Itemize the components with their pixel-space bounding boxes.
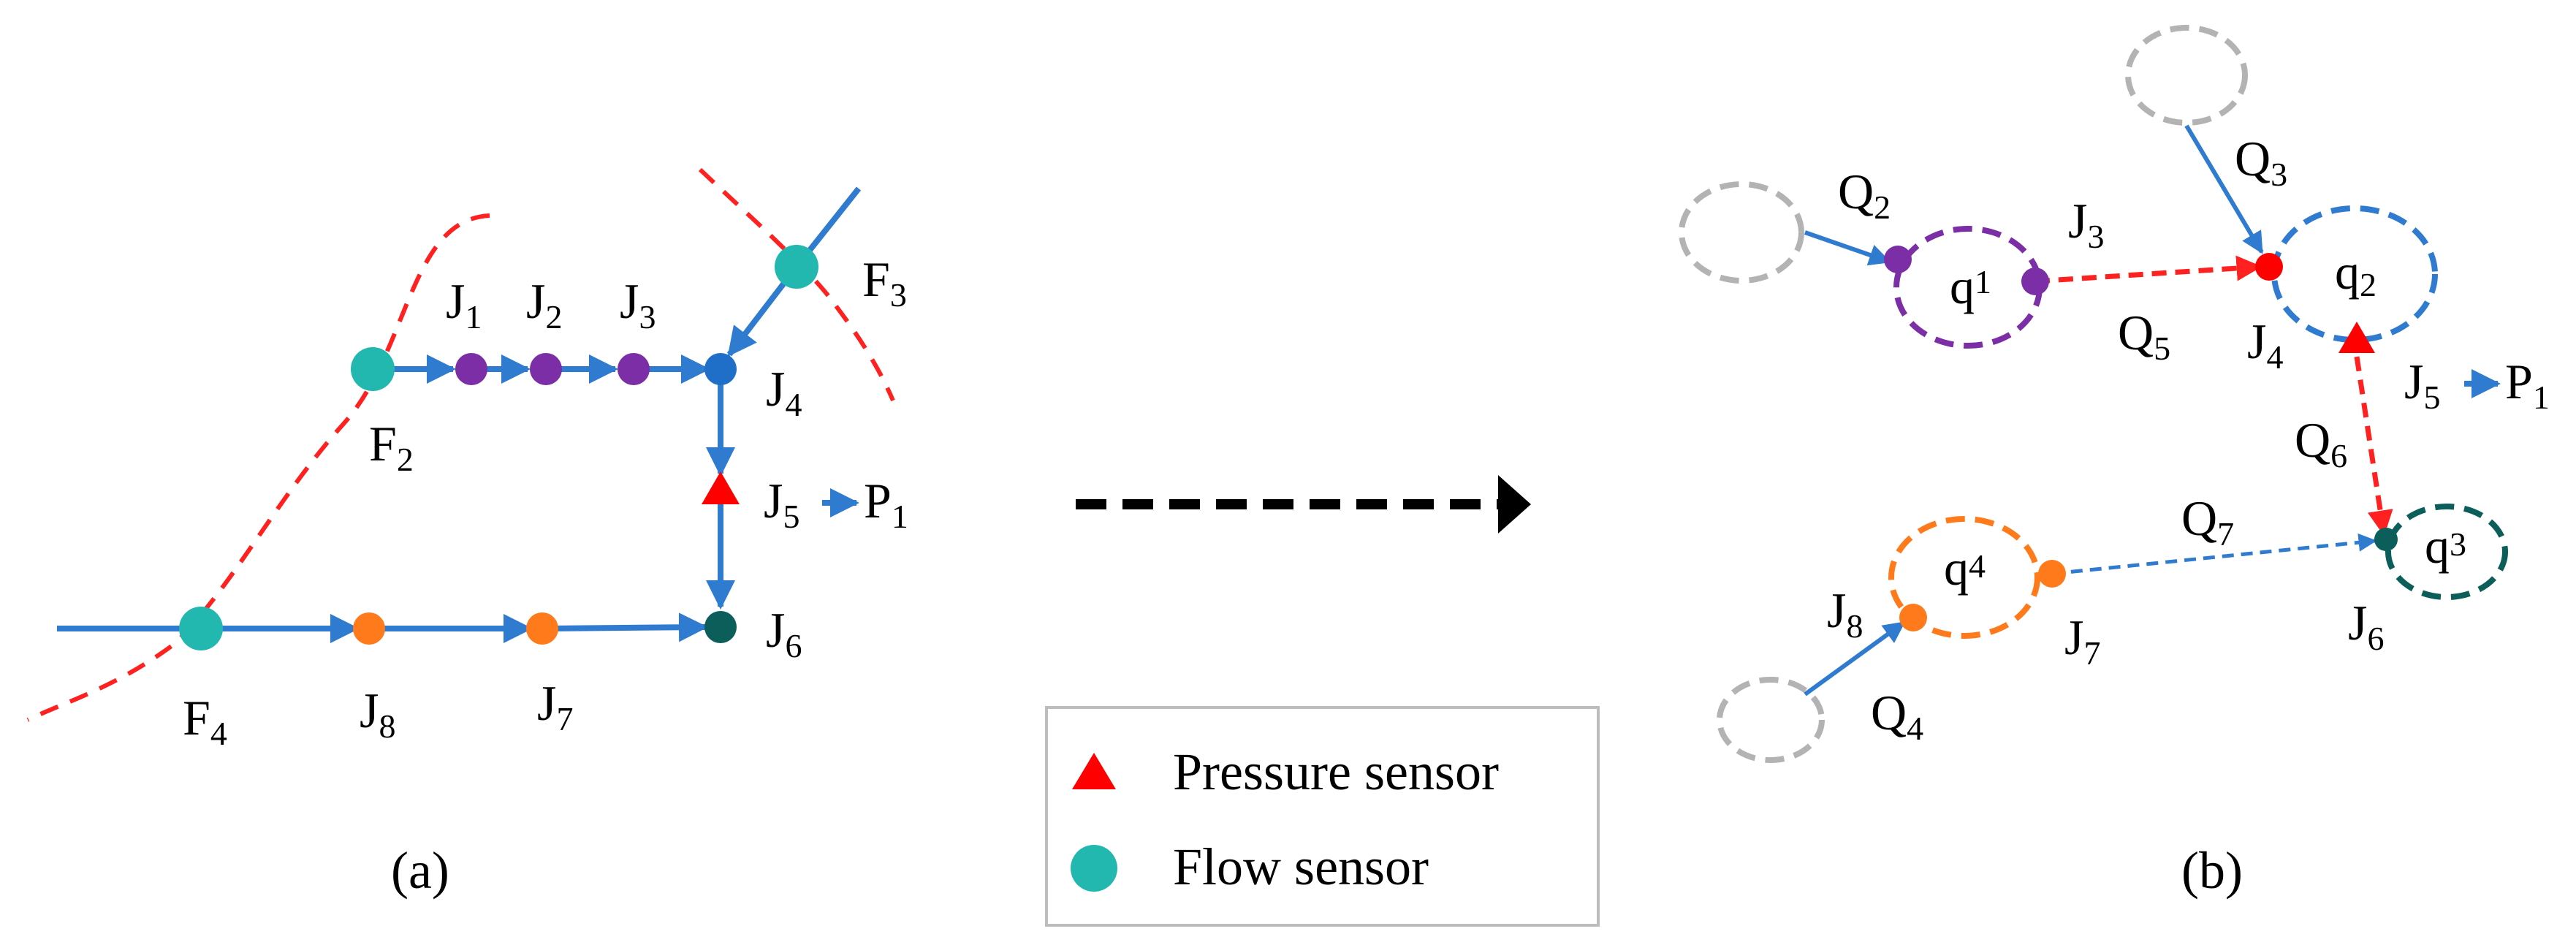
label-f4: F4 bbox=[183, 690, 227, 752]
junction-j8 bbox=[353, 612, 385, 645]
flow-q3-arrow bbox=[2184, 124, 2264, 254]
pressure-sensor-b-j5 bbox=[2338, 322, 2375, 353]
label-f3: F3 bbox=[862, 251, 907, 314]
label-p1: P1 bbox=[864, 473, 908, 535]
label-j5: J5 bbox=[764, 473, 799, 535]
flow-sensor-f2 bbox=[351, 347, 395, 391]
label-b-j7: J7 bbox=[2064, 610, 2100, 672]
flow-sensor-f4 bbox=[179, 607, 223, 650]
flow-q2-arrow bbox=[1804, 230, 1891, 266]
label-Q5: Q5 bbox=[2118, 305, 2170, 367]
junction-j7 bbox=[526, 612, 558, 645]
flow-sensor-icon bbox=[1071, 845, 1117, 892]
pipe-j7-j6 bbox=[542, 612, 708, 642]
node-b-q2-inlet bbox=[1884, 246, 1912, 273]
label-b-j6: J6 bbox=[2348, 595, 2384, 657]
node-b-j4 bbox=[2255, 253, 2283, 281]
junction-j2 bbox=[530, 353, 562, 385]
junction-j1 bbox=[455, 353, 487, 385]
junction-j3 bbox=[618, 353, 650, 385]
flow-q4-arrow bbox=[1804, 620, 1906, 697]
node-b-j6 bbox=[2374, 528, 2398, 551]
label-b-j8: J8 bbox=[1827, 582, 1863, 645]
label-p1-b: P1 bbox=[2505, 354, 2550, 416]
flow-q5-arrow bbox=[2034, 255, 2262, 284]
boundary-curve-right bbox=[698, 167, 895, 402]
label-Q7: Q7 bbox=[2181, 490, 2234, 553]
legend-pressure-label: Pressure sensor bbox=[1173, 743, 1499, 801]
legend-box bbox=[1045, 706, 1600, 927]
label-Q3: Q3 bbox=[2235, 131, 2287, 193]
caption-a: (a) bbox=[391, 841, 449, 900]
boundary-curve-left bbox=[26, 213, 490, 722]
node-b-j8 bbox=[1899, 604, 1927, 631]
label-Q6: Q6 bbox=[2295, 412, 2347, 474]
node-b-j7 bbox=[2038, 560, 2066, 588]
label-j3: J3 bbox=[620, 273, 656, 335]
region-q3 bbox=[2385, 504, 2508, 600]
label-b-j5: J5 bbox=[2404, 354, 2440, 416]
label-Q4: Q4 bbox=[1871, 685, 1923, 747]
label-b-j3: J3 bbox=[2068, 193, 2104, 255]
flow-q7-arrow bbox=[2051, 533, 2377, 576]
label-j2: J2 bbox=[526, 273, 562, 335]
caption-b: (b) bbox=[2181, 841, 2243, 900]
panel-b: q1 q2 q3 q4 Q2 Q3 Q4 Q5 Q6 Q7 J3 J4 J5 P… bbox=[1679, 25, 2550, 900]
legend-flow-label: Flow sensor bbox=[1173, 838, 1429, 896]
label-q4: q4 bbox=[1944, 540, 1986, 596]
label-f2: F2 bbox=[369, 416, 414, 478]
external-region-bottom bbox=[1717, 677, 1825, 763]
panel-a: F2 F3 F4 J1 J2 J3 J4 J5 P1 J6 J7 J8 (a) bbox=[26, 167, 908, 900]
region-q4 bbox=[1888, 516, 2040, 639]
label-j7: J7 bbox=[537, 675, 573, 737]
label-b-j4: J4 bbox=[2247, 314, 2283, 376]
flow-sensor-f3 bbox=[775, 245, 818, 289]
junction-j4 bbox=[704, 353, 737, 385]
label-q1: q1 bbox=[1950, 259, 1991, 314]
label-j1: J1 bbox=[446, 273, 482, 335]
label-q3: q3 bbox=[2425, 518, 2466, 574]
flow-q6-arrow bbox=[2354, 356, 2393, 536]
label-j4: J4 bbox=[766, 361, 802, 423]
label-j6: J6 bbox=[766, 602, 802, 664]
legend: Pressure sensor Flow sensor bbox=[1045, 706, 1600, 927]
junction-j6 bbox=[704, 611, 737, 643]
transform-arrow bbox=[1076, 475, 1531, 534]
external-region-left bbox=[1679, 181, 1804, 284]
region-q2 bbox=[2271, 205, 2438, 343]
label-Q2: Q2 bbox=[1838, 164, 1891, 226]
node-b-j3 bbox=[2021, 267, 2049, 295]
pressure-sensor-j5 bbox=[702, 471, 740, 504]
label-j8: J8 bbox=[360, 683, 395, 745]
pressure-sensor-icon bbox=[1072, 753, 1116, 789]
external-region-top bbox=[2125, 25, 2248, 126]
label-q2: q2 bbox=[2335, 244, 2376, 303]
